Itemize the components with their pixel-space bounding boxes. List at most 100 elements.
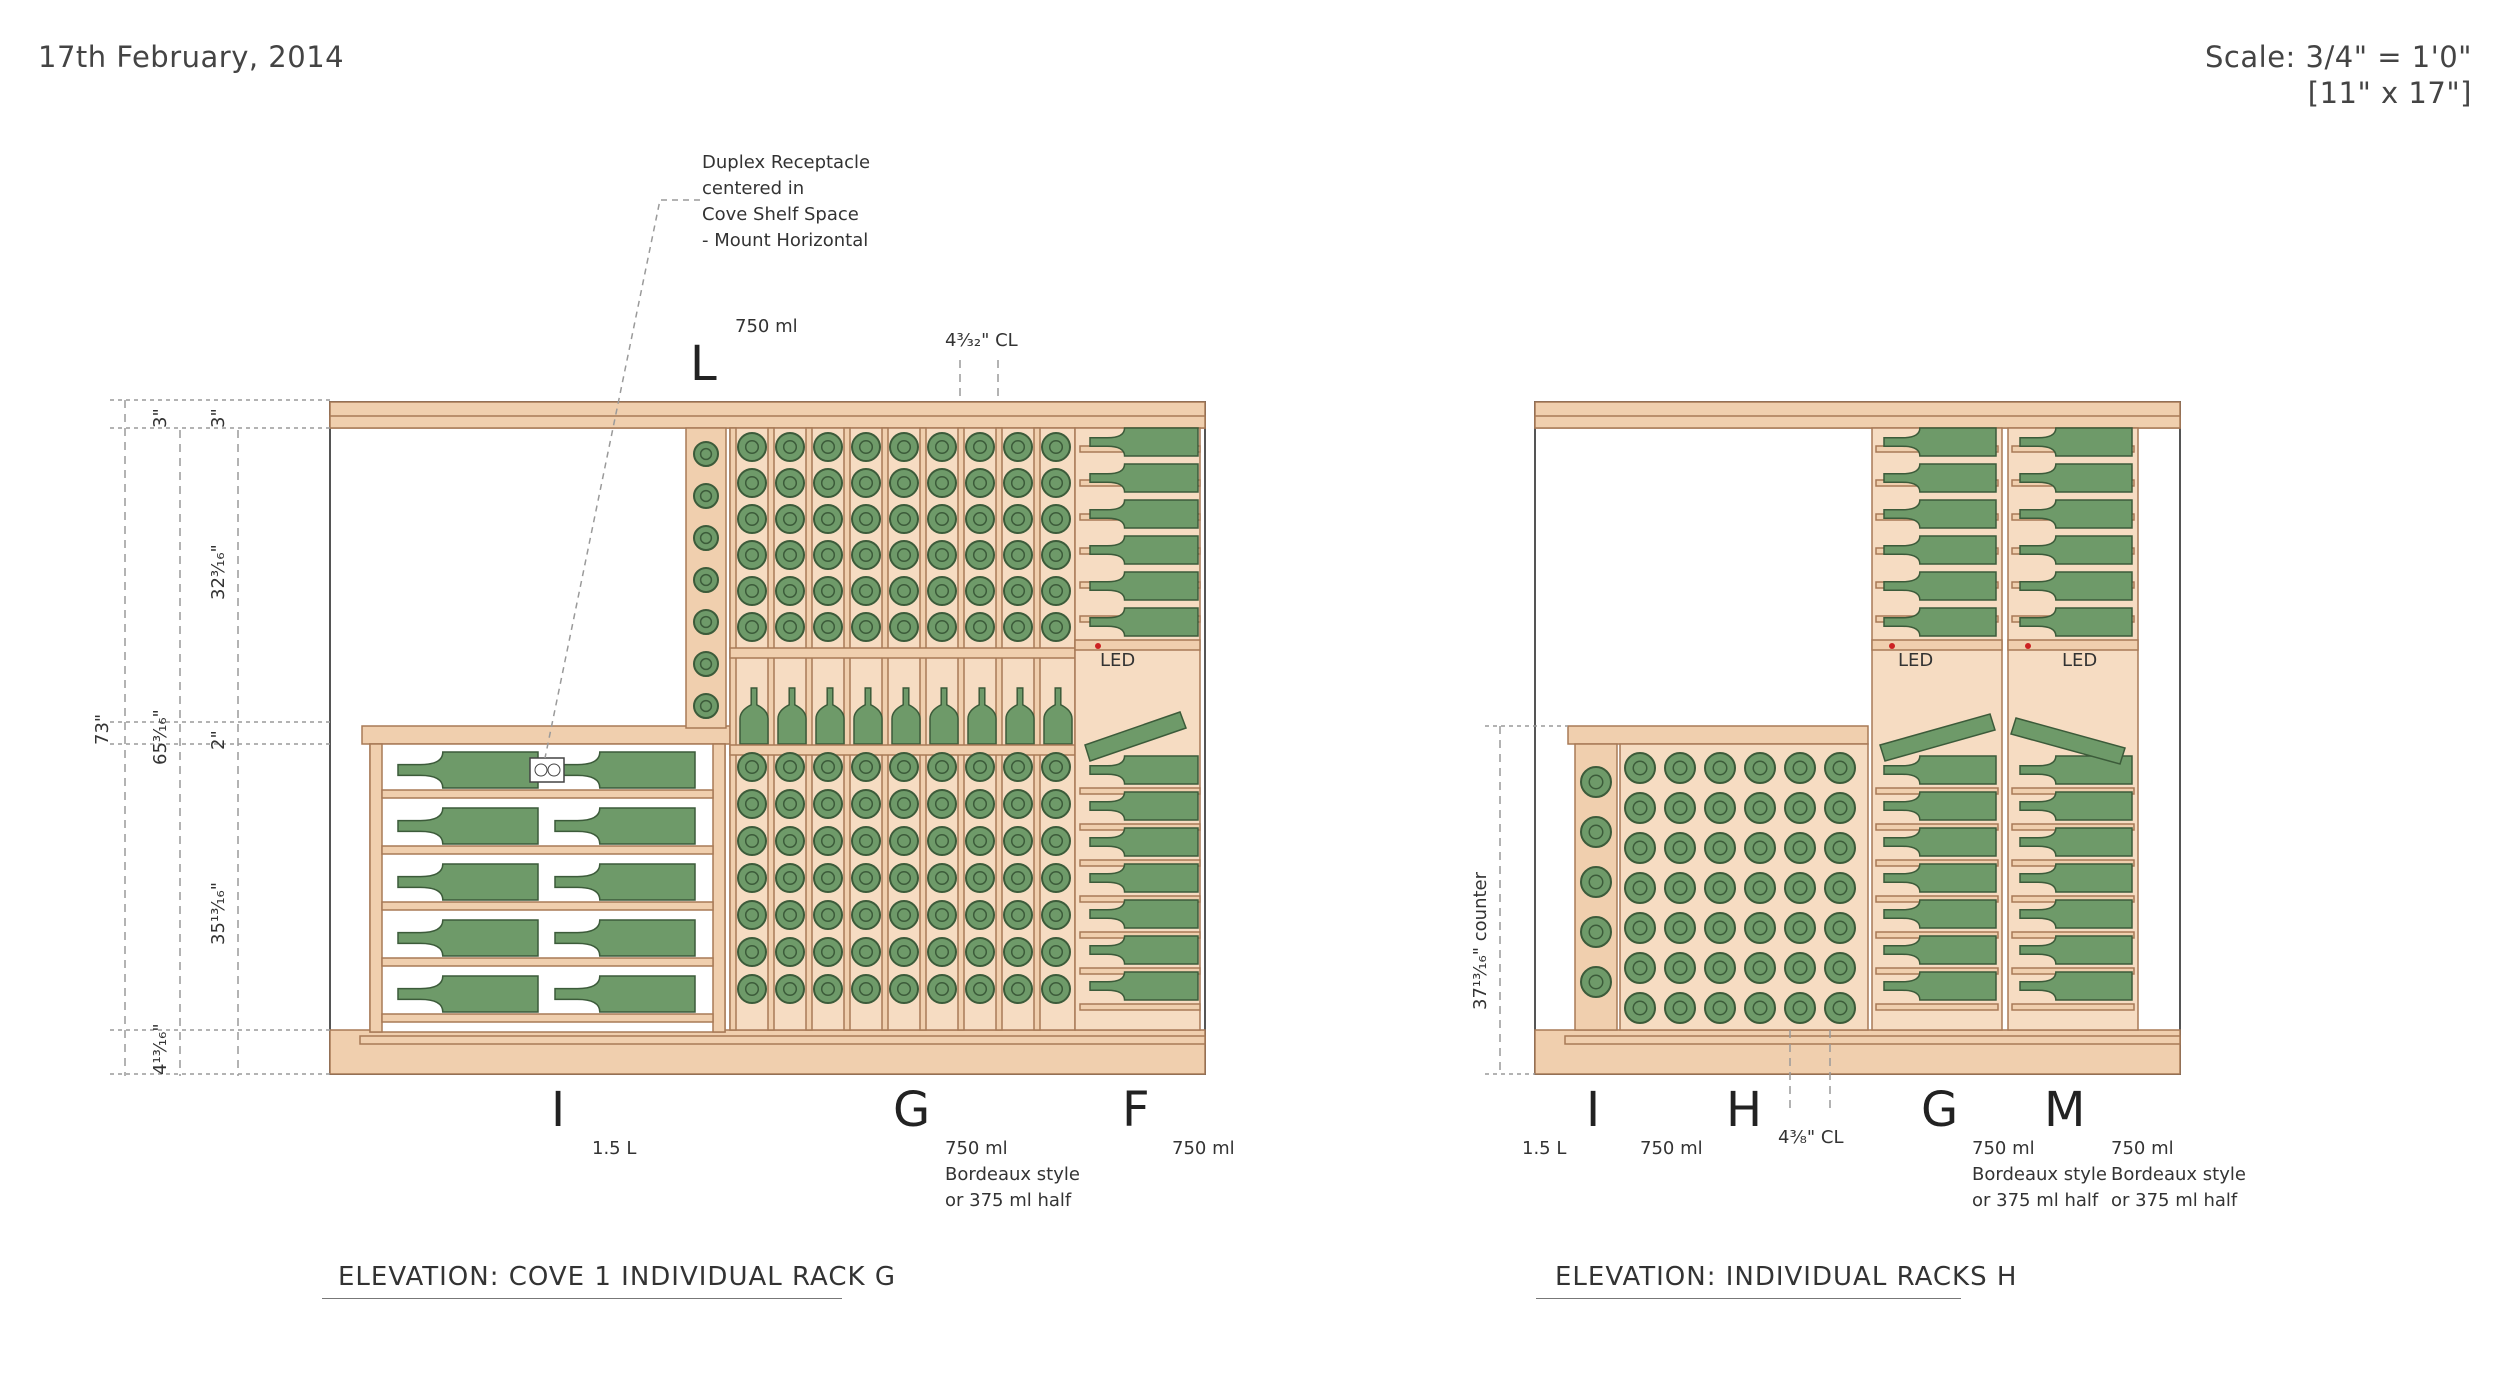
bottle-punt [1792,760,1808,776]
bottle-punt [1048,833,1064,849]
bottle-end [889,974,919,1004]
bottle-punt [1010,981,1026,997]
bottle-end [775,974,805,1004]
bottle-upright [929,687,959,745]
bottle-end [965,900,995,930]
bottle-punt [972,619,988,635]
bottle-end [775,576,805,606]
bottle-punt [1632,920,1648,936]
bottle-end [1744,912,1776,944]
bottle-punt [972,833,988,849]
bottle-end [737,432,767,462]
bottle-end [1704,832,1736,864]
note-line-4: - Mount Horizontal [702,230,869,251]
magnum-right [554,807,696,845]
bottle-punt [896,981,912,997]
bottle-end [775,432,805,462]
bottle-end [1824,872,1856,904]
bottle-punt [1832,960,1848,976]
bottle-end [927,900,957,930]
bottle-punt [858,475,874,491]
bottle-end [1003,937,1033,967]
bottle-end [1580,866,1612,898]
rack-F-bottle-lower [1089,935,1199,965]
bottle-punt [1010,796,1026,812]
bottle-punt [1832,1000,1848,1016]
bottle-end [965,612,995,642]
bottle-end [927,937,957,967]
bottle-punt [896,583,912,599]
bottle-end [775,863,805,893]
rack-I-right-size: 1.5 L [1522,1138,1567,1159]
bottle-punt [934,796,950,812]
bottle-end [813,937,843,967]
bottle-end [737,540,767,570]
bottle-end [851,468,881,498]
bottle-punt [744,796,760,812]
bottle-punt [1712,880,1728,896]
bottle-end [1664,872,1696,904]
bottle-end [693,651,719,677]
left-spacing-label: 4³⁄₃₂" CL [945,330,1018,351]
bottle-punt [1588,974,1604,990]
bottle-end [1580,916,1612,948]
bottle-punt [1632,760,1648,776]
bottle-punt [934,944,950,960]
bottle-end [889,826,919,856]
note-leader [544,199,700,759]
led-dot [1095,643,1101,649]
bottle-punt [820,583,836,599]
bottle-punt [1010,547,1026,563]
bottle-punt [699,615,713,629]
bottle-punt [934,833,950,849]
bottle-punt [858,907,874,923]
bottle-end [1744,872,1776,904]
bottle-end [1744,992,1776,1024]
bottle-punt [972,870,988,886]
bottle-punt [820,944,836,960]
bottle-end [1041,504,1071,534]
left-caption-rule [322,1298,842,1299]
dim-counter: 37¹³⁄₁₆" counter [1470,871,1491,1010]
bottle-punt [699,699,713,713]
bottle-end [889,900,919,930]
rack-F-bottle-lower [1089,899,1199,929]
bottle-punt [1048,759,1064,775]
bottle-punt [1048,475,1064,491]
led-label-right-a: LED [1898,650,1934,671]
bottle-end [1704,872,1736,904]
bottle-punt [699,489,713,503]
magnum-right [554,919,696,957]
bottle-upright [967,687,997,745]
bottle-punt [858,583,874,599]
bottle-end [1041,468,1071,498]
bottle-end [1624,792,1656,824]
bottle-end [693,525,719,551]
bottle-end [737,826,767,856]
bottle-end [737,900,767,930]
bottle-punt [1010,583,1026,599]
rack-G-divider [729,647,1076,659]
magnum-left [397,919,539,957]
bottle-punt [782,439,798,455]
bottle-punt [934,439,950,455]
bottle-end [965,540,995,570]
bottle-end [927,432,957,462]
bottle-punt [1010,833,1026,849]
bottle-punt [782,870,798,886]
outlet [547,763,561,777]
bottle-punt [858,619,874,635]
rack-letter-L: L [690,336,717,392]
magnum-right [554,975,696,1013]
bottle-end [813,540,843,570]
bottle-end [1824,832,1856,864]
bottle-punt [820,439,836,455]
rack-letter-M: M [2044,1082,2086,1138]
side-bottle [1883,791,1997,821]
led-dot [2025,643,2031,649]
bottle-end [1041,826,1071,856]
bottle-punt [1672,880,1688,896]
rack-G-post [805,427,813,1031]
bottle-end [775,612,805,642]
bottle-punt [1010,759,1026,775]
